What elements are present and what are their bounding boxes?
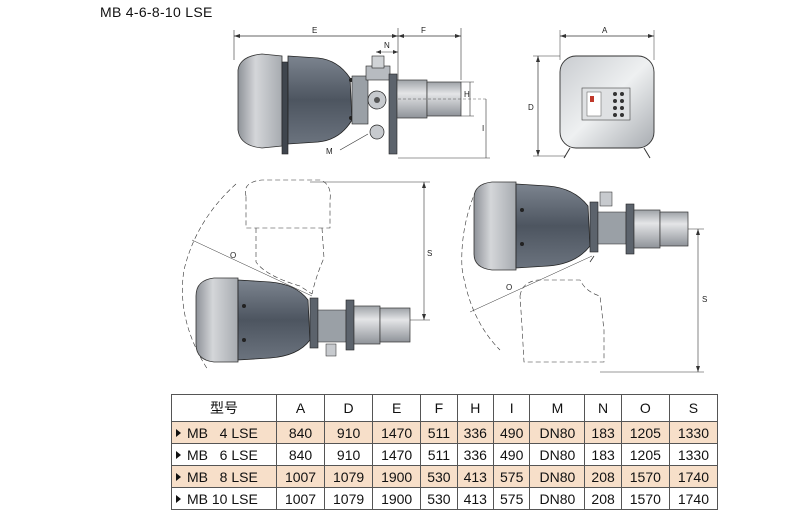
front-view-burner: A D xyxy=(528,26,655,159)
table-cell: 1079 xyxy=(324,487,374,510)
table-cell: 1740 xyxy=(668,487,719,510)
dim-label-e: E xyxy=(312,26,317,35)
model-cell: MB 8 LSE xyxy=(171,465,277,488)
table-cell: 490 xyxy=(492,443,531,466)
dim-label-n: N xyxy=(384,41,390,50)
table-cell: DN80 xyxy=(529,421,586,444)
table-cell: DN80 xyxy=(529,443,586,466)
table-cell: 575 xyxy=(492,465,531,488)
table-cell: 336 xyxy=(456,421,495,444)
model-label: MB 6 LSE xyxy=(187,446,258,463)
col-header-i: I xyxy=(492,394,531,422)
table-cell: DN80 xyxy=(529,487,586,510)
model-cell: MB 6 LSE xyxy=(171,443,277,466)
swing-view-left: O S xyxy=(182,179,432,371)
table-cell: 910 xyxy=(324,421,374,444)
dim-label-m: M xyxy=(326,147,333,156)
table-cell: 575 xyxy=(492,487,531,510)
table-cell: 910 xyxy=(324,443,374,466)
table-cell: 1900 xyxy=(372,465,422,488)
col-header-d: D xyxy=(324,394,374,422)
table-header-row: 型号 A D E F H I M N O S xyxy=(171,394,719,422)
table-cell: 1330 xyxy=(668,443,719,466)
table-cell: 530 xyxy=(420,487,458,510)
page-title: MB 4-6-8-10 LSE xyxy=(100,4,213,20)
table-cell: 1007 xyxy=(275,487,326,510)
dim-label-o-left: O xyxy=(230,251,236,260)
model-label: MB 10 LSE xyxy=(187,490,258,507)
table-cell: 208 xyxy=(584,487,622,510)
table-cell: 183 xyxy=(584,443,622,466)
model-label: MB 4 LSE xyxy=(187,424,258,441)
table-cell: 840 xyxy=(275,421,326,444)
table-cell: 1570 xyxy=(620,487,670,510)
table-cell: 1470 xyxy=(372,421,422,444)
table-cell: 1900 xyxy=(372,487,422,510)
table-cell: 336 xyxy=(456,443,495,466)
col-header-s: S xyxy=(668,394,719,422)
triangle-bullet-icon xyxy=(176,472,181,481)
dim-label-s-right: S xyxy=(702,295,707,304)
model-cell: MB 10 LSE xyxy=(171,487,277,510)
table-cell: 1205 xyxy=(620,443,670,466)
table-cell: 1570 xyxy=(620,465,670,488)
table-cell: 490 xyxy=(492,421,531,444)
swing-view-right: O S xyxy=(461,181,707,373)
table-cell: 1205 xyxy=(620,421,670,444)
triangle-bullet-icon xyxy=(176,428,181,437)
model-label: MB 8 LSE xyxy=(187,468,258,485)
technical-drawing: E F N H xyxy=(182,26,707,373)
col-header-n: N xyxy=(584,394,622,422)
col-header-e: E xyxy=(372,394,422,422)
col-header-model: 型号 xyxy=(171,394,277,422)
table-cell: 1470 xyxy=(372,443,422,466)
table-cell: 183 xyxy=(584,421,622,444)
col-header-a: A xyxy=(275,394,326,422)
table-cell: 413 xyxy=(456,487,495,510)
dim-label-f: F xyxy=(421,26,426,35)
table-cell: DN80 xyxy=(529,465,586,488)
col-header-f: F xyxy=(420,394,458,422)
triangle-bullet-icon xyxy=(176,494,181,503)
table-cell: 1079 xyxy=(324,465,374,488)
dim-label-d: D xyxy=(528,103,534,112)
table-cell: 413 xyxy=(456,465,495,488)
dim-label-h: H xyxy=(464,90,470,99)
col-header-o: O xyxy=(620,394,670,422)
dim-label-i: I xyxy=(482,124,484,133)
col-header-m: M xyxy=(529,394,586,422)
dim-label-o-right: O xyxy=(506,283,512,292)
table-cell: 1330 xyxy=(668,421,719,444)
triangle-bullet-icon xyxy=(176,450,181,459)
table-cell: 1740 xyxy=(668,465,719,488)
table-cell: 208 xyxy=(584,465,622,488)
table-cell: 530 xyxy=(420,465,458,488)
table-cell: 1007 xyxy=(275,465,326,488)
model-cell: MB 4 LSE xyxy=(171,421,277,444)
table-cell: 511 xyxy=(420,421,458,444)
col-header-h: H xyxy=(456,394,495,422)
dim-label-s-left: S xyxy=(427,249,432,258)
table-cell: 840 xyxy=(275,443,326,466)
dim-label-a: A xyxy=(602,26,608,35)
table-cell: 511 xyxy=(420,443,458,466)
side-view-burner: E F N H xyxy=(233,26,490,159)
